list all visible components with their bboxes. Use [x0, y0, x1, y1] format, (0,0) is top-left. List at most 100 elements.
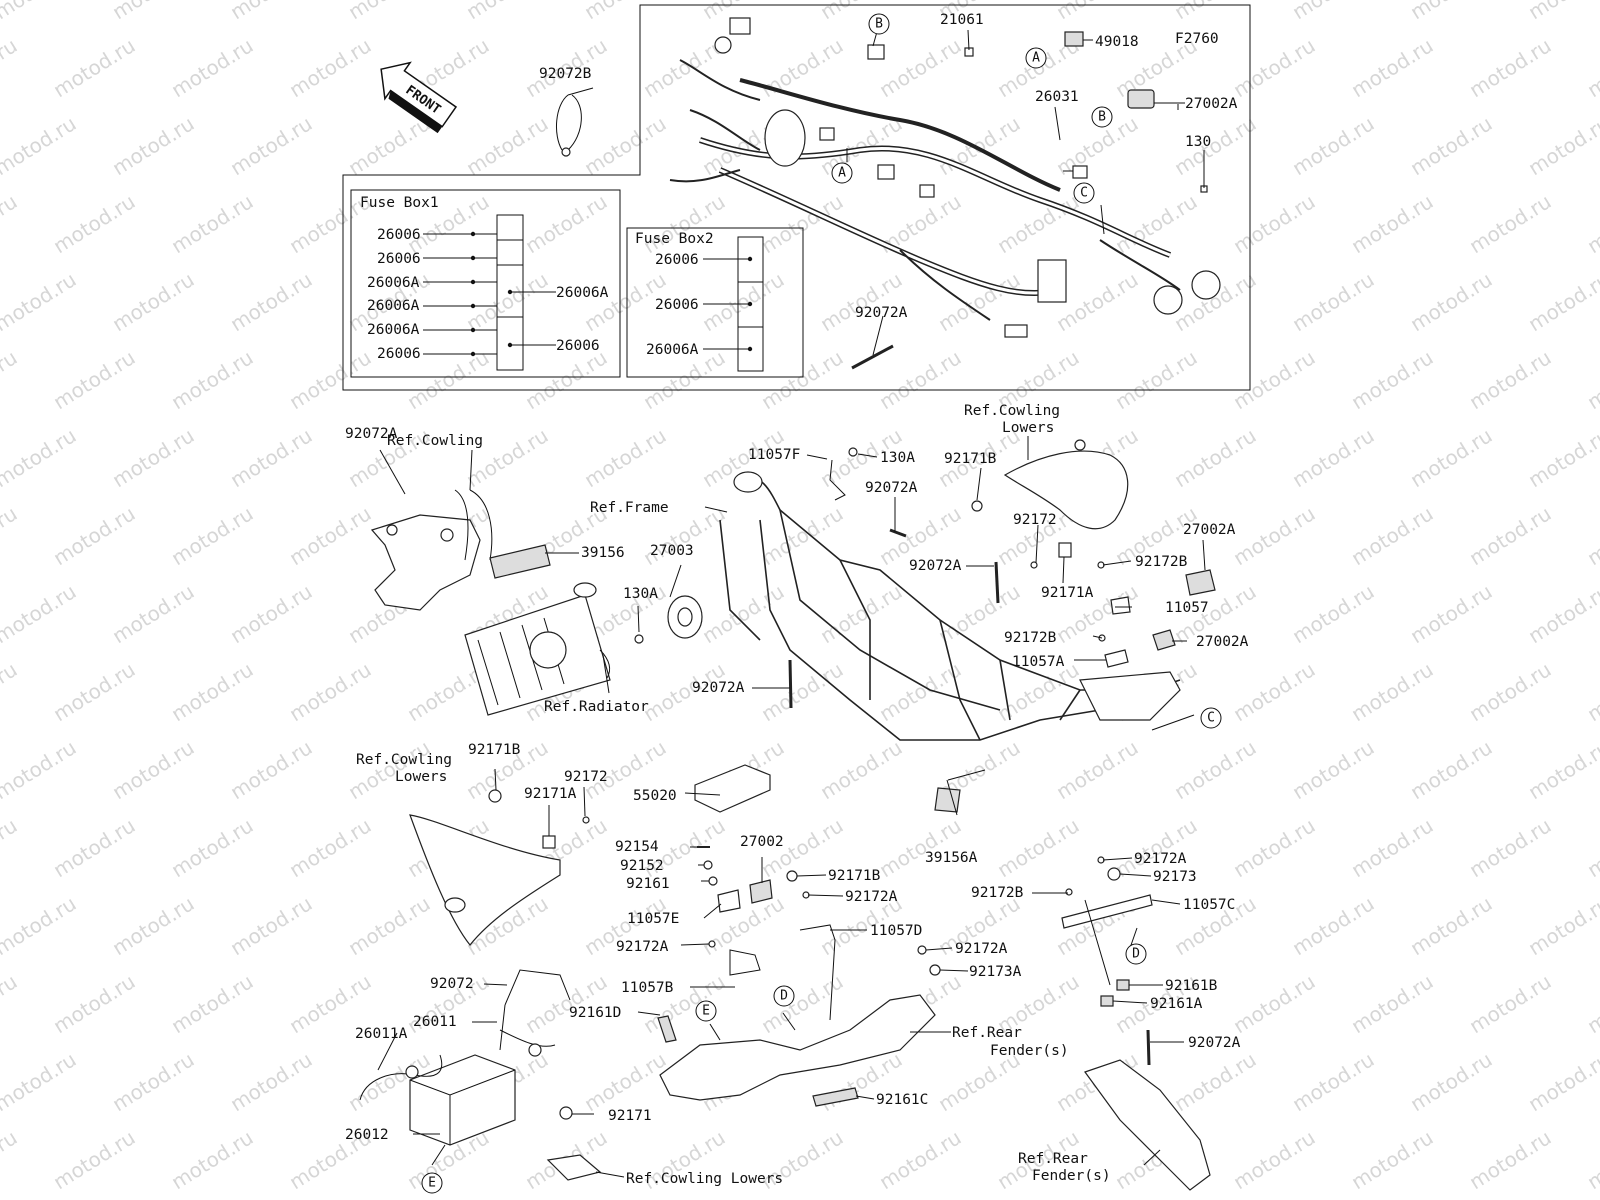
part-label-p92172B_r1: 92172B: [1135, 554, 1188, 570]
horn-27003: [634, 595, 703, 644]
fuse-box-2-title: Fuse Box2: [635, 231, 714, 247]
fb1-right-label: 26006: [556, 338, 600, 354]
front-arrow: FRONT: [380, 61, 458, 134]
watermark-text: motod.ru: [580, 0, 671, 24]
watermark-text: motod.ru: [167, 1125, 258, 1194]
part-label-p92161: 92161: [626, 876, 670, 892]
watermark-text: motod.ru: [462, 111, 553, 180]
watermark-text: motod.ru: [1347, 345, 1438, 414]
watermark-text: motod.ru: [1288, 111, 1379, 180]
watermark-text: motod.ru: [285, 33, 376, 102]
watermark-text: motod.ru: [226, 891, 317, 960]
watermark-text: motod.ru: [108, 0, 199, 24]
fb2-label: 26006: [655, 252, 699, 268]
watermark-text: motod.ru: [1288, 0, 1379, 24]
callout-circle: [1025, 47, 1047, 69]
watermark-text: motod.ru: [1524, 891, 1600, 960]
watermark-text: motod.ru: [49, 969, 140, 1038]
watermark-text: motod.ru: [1524, 1047, 1600, 1116]
part-label-p92072: 92072: [430, 976, 474, 992]
watermark-text: motod.ru: [1170, 735, 1261, 804]
watermark-text: motod.ru: [0, 735, 80, 804]
watermark-text: motod.ru: [816, 0, 907, 24]
part-label-p92172_top: 92172: [1013, 512, 1057, 528]
part-label-p92172A_left: 92172A: [616, 939, 669, 955]
part-label-p11057B: 11057B: [621, 980, 674, 996]
foam-39156: [489, 544, 551, 579]
watermark-text: motod.ru: [167, 189, 258, 258]
watermark-text: motod.ru: [1406, 111, 1497, 180]
fb1-left-label: 26006: [377, 251, 421, 267]
part-label-p27002A_r2: 27002A: [1196, 634, 1249, 650]
watermark-text: motod.ru: [1583, 969, 1600, 1038]
watermark-text: motod.ru: [49, 345, 140, 414]
watermark-text: motod.ru: [226, 735, 317, 804]
bottom-mount-92171: [546, 1106, 602, 1181]
watermark-text: motod.ru: [226, 111, 317, 180]
cowling-lower-left: [409, 789, 590, 946]
watermark-text: motod.ru: [1406, 1047, 1497, 1116]
watermark-text: motod.ru: [1347, 33, 1438, 102]
part-label-p11057F: 11057F: [748, 447, 800, 463]
center-components: [697, 846, 941, 1021]
part-label-p92171B_left: 92171B: [468, 742, 521, 758]
watermark-text: motod.ru: [875, 33, 966, 102]
watermark-text: motod.ru: [875, 1125, 966, 1194]
watermark-text: motod.ru: [1406, 891, 1497, 960]
watermark-text: motod.ru: [0, 1125, 21, 1194]
watermark-text: motod.ru: [285, 657, 376, 726]
part-label-ref_cowling_lowers_top_1: Ref.Cowling: [964, 403, 1060, 419]
callout-letter: A: [838, 166, 846, 181]
watermark-text: motod.ru: [816, 735, 907, 804]
part-label-p92171B_mid: 92171B: [828, 868, 881, 884]
watermark-text: motod.ru: [1583, 657, 1600, 726]
watermark-text: motod.ru: [1583, 189, 1600, 258]
cowling-stay: [370, 489, 493, 611]
watermark-text: motod.ru: [108, 423, 199, 492]
fb1-left-label: 26006: [377, 346, 421, 362]
watermark-text: motod.ru: [757, 345, 848, 414]
watermark-text: motod.ru: [1583, 1125, 1600, 1194]
watermark-text: motod.ru: [0, 345, 21, 414]
part-label-p92172_left: 92172: [564, 769, 608, 785]
watermark-text: motod.ru: [344, 0, 435, 24]
part-label-p92173: 92173: [1153, 869, 1197, 885]
band-92072B: [556, 94, 582, 157]
part-label-p92172B_br: 92172B: [971, 885, 1024, 901]
part-label-p21061: 21061: [940, 12, 984, 28]
watermark-text: motod.ru: [1524, 579, 1600, 648]
watermark-text: motod.ru: [1288, 891, 1379, 960]
watermark-text: motod.ru: [1406, 423, 1497, 492]
watermark-text: motod.ru: [344, 891, 435, 960]
part-label-p26011A: 26011A: [355, 1026, 408, 1042]
part-label-p11057E: 11057E: [627, 911, 679, 927]
watermark-text: motod.ru: [1524, 735, 1600, 804]
callout-circle: [1073, 182, 1095, 204]
part-label-p92072A_harness: 92072A: [855, 305, 908, 321]
watermark-text: motod.ru: [1229, 657, 1320, 726]
fuse-box-2-texts: Fuse Box2 26006 26006 26006A: [635, 231, 714, 358]
watermark-text: motod.ru: [167, 813, 258, 882]
watermark-text: motod.ru: [49, 657, 140, 726]
part-label-p92072A_frame_low: 92072A: [692, 680, 745, 696]
diagram-code: F2760: [1175, 31, 1219, 47]
watermark-text: motod.ru: [757, 501, 848, 570]
watermark-text: motod.ru: [1465, 657, 1556, 726]
watermark-text: motod.ru: [1170, 1047, 1261, 1116]
watermark-text: motod.ru: [108, 1047, 199, 1116]
watermark-text: motod.ru: [1583, 33, 1600, 102]
callout-circle: [695, 1000, 717, 1022]
watermark-text: motod.ru: [1288, 267, 1379, 336]
part-label-ref_cowling_lowers_left_2: Lowers: [395, 769, 447, 785]
watermark-text: motod.ru: [521, 189, 612, 258]
part-label-p11057: 11057: [1165, 600, 1209, 616]
watermark-text: motod.ru: [1583, 501, 1600, 570]
watermark-text: motod.ru: [167, 501, 258, 570]
watermark-text: motod.ru: [0, 969, 21, 1038]
watermark-text: motod.ru: [226, 423, 317, 492]
part-label-p92172A_br: 92172A: [1134, 851, 1187, 867]
watermark-text: motod.ru: [1288, 579, 1379, 648]
watermark-text: motod.ru: [875, 345, 966, 414]
fuse-box-2: [626, 227, 804, 378]
bracket-11057C: [1061, 856, 1153, 986]
